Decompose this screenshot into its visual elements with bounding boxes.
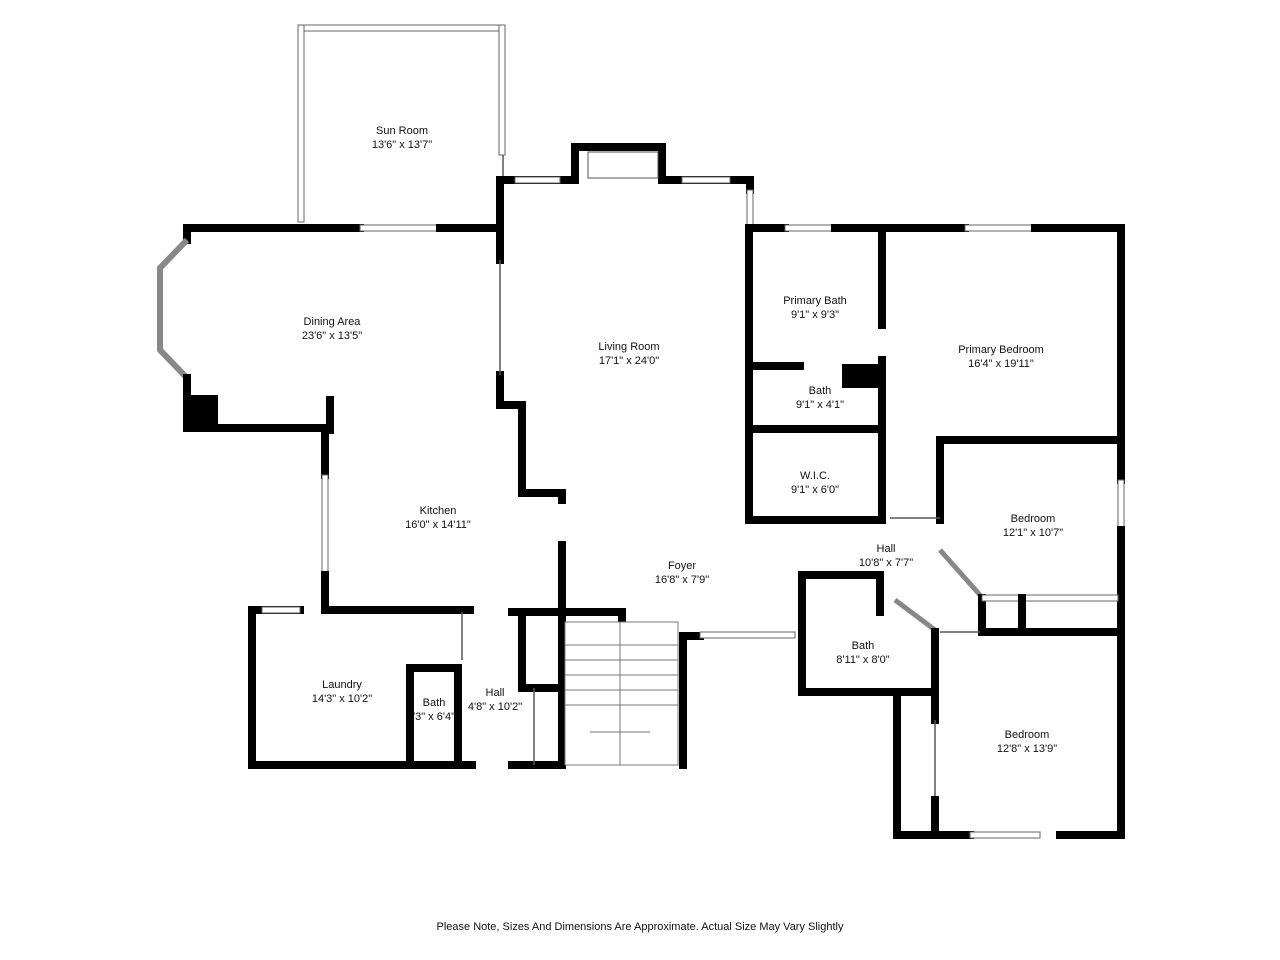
disclaimer-note: Please Note, Sizes And Dimensions Are Ap…	[436, 921, 844, 933]
stairs	[558, 541, 796, 769]
dining-kitchen-walls	[157, 224, 504, 614]
primary-suite-walls	[745, 224, 1125, 524]
room-label-bath-3: Bath'3" x 6'4"	[413, 697, 455, 723]
room-label-wic: W.I.C.9'1" x 6'0"	[790, 470, 840, 496]
bedroom-walls	[890, 436, 1125, 839]
living-room-walls	[496, 143, 754, 504]
bath-bedroom2-walls	[798, 571, 1041, 839]
laundry-walls	[248, 606, 564, 769]
